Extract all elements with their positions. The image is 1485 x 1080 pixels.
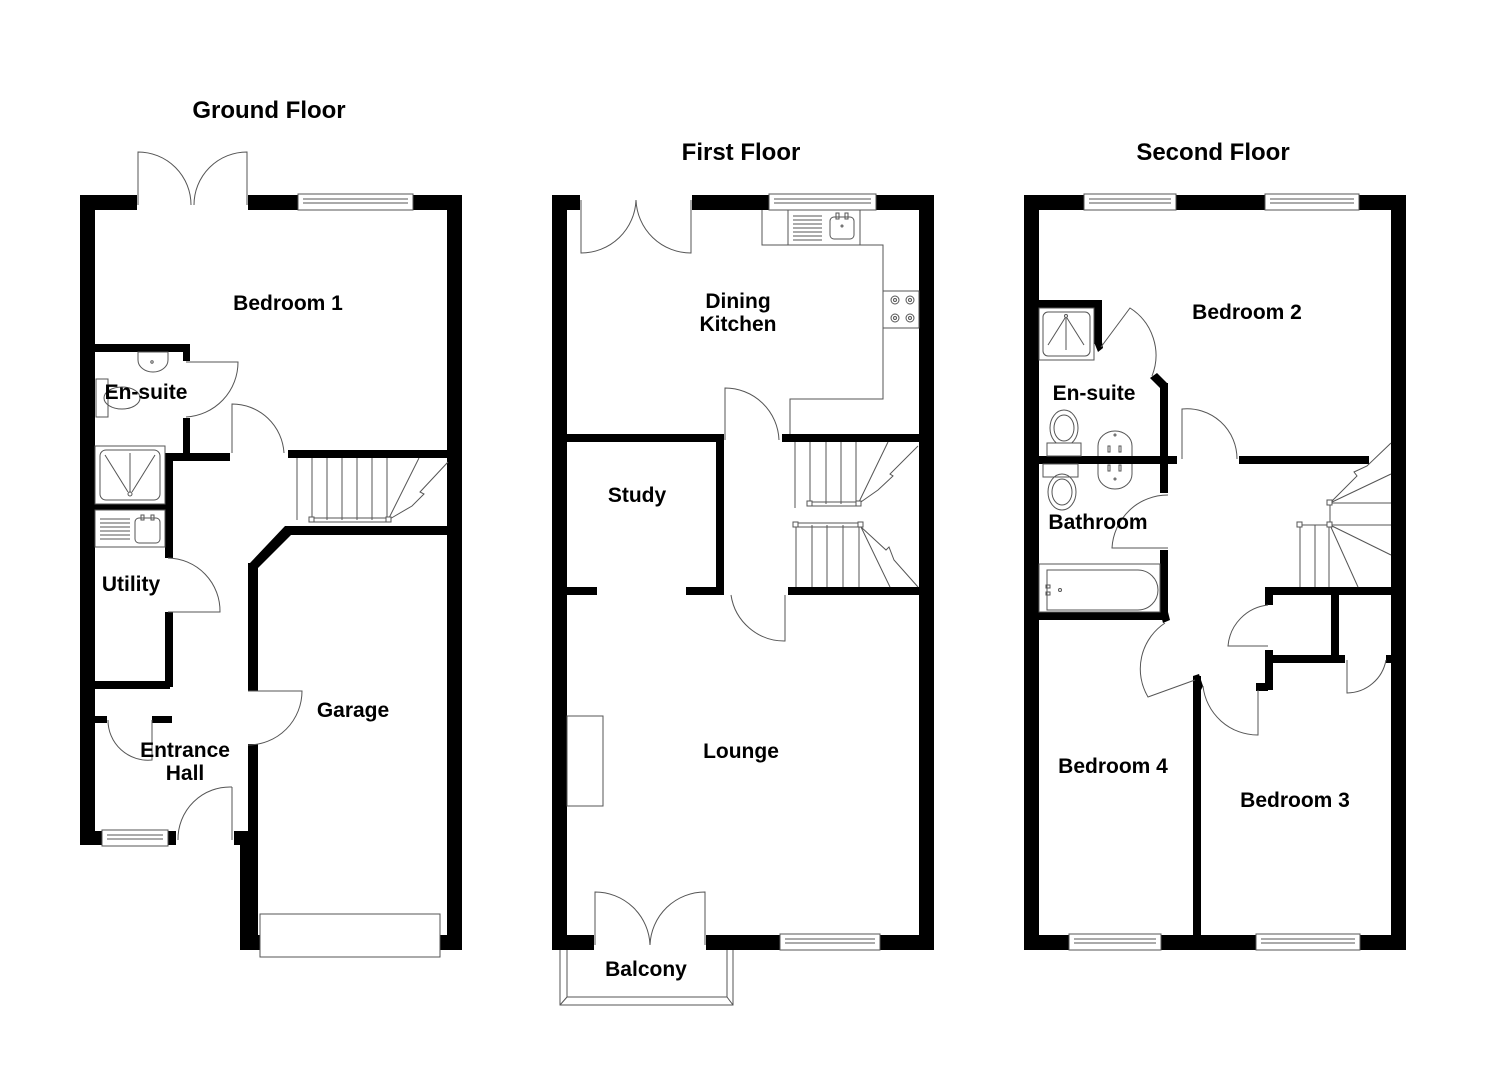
window-icon	[779, 933, 881, 951]
door-icon	[1202, 685, 1259, 736]
cupboard-door-icon	[1227, 604, 1269, 647]
first-floor-title: First Floor	[682, 139, 801, 166]
kitchen-worktop-icon	[761, 210, 884, 434]
door-icon	[167, 557, 221, 613]
second-floor: Second Floor	[1024, 139, 1406, 951]
room-label-entrance-hall-2: Hall	[166, 762, 205, 785]
door-icon	[247, 690, 303, 746]
balcony-rail-icon	[559, 950, 734, 1006]
toilet-icon	[1042, 463, 1079, 511]
sink-icon	[94, 509, 166, 548]
garage-door-icon	[259, 913, 441, 958]
door-icon	[107, 719, 153, 761]
room-label-dining-kitchen-2: Kitchen	[699, 313, 776, 336]
window-icon	[1255, 933, 1361, 951]
room-label-ensuite: En-suite	[1053, 382, 1136, 405]
door-icon	[730, 594, 786, 642]
room-label-bedroom-1: Bedroom 1	[233, 292, 343, 315]
window-icon	[297, 193, 414, 211]
staircase-icon	[296, 457, 449, 523]
room-label-ensuite: En-suite	[105, 381, 188, 404]
first-floor-walls	[552, 195, 934, 950]
ground-floor-walls	[80, 195, 462, 950]
window-icon	[1083, 193, 1177, 211]
toilet-icon	[1046, 409, 1082, 457]
window-icon	[1264, 193, 1360, 211]
room-label-dining-kitchen: Dining	[705, 290, 770, 313]
sink-icon	[829, 212, 855, 240]
room-label-lounge: Lounge	[703, 740, 779, 763]
room-label-bedroom-4: Bedroom 4	[1058, 755, 1168, 778]
window-icon	[1068, 933, 1162, 951]
room-label-bathroom: Bathroom	[1048, 511, 1147, 534]
ground-floor-title: Ground Floor	[192, 97, 345, 124]
door-icon	[185, 361, 239, 418]
window-icon	[768, 193, 877, 211]
cupboard-door-icon	[1346, 659, 1387, 694]
shower-tray-icon	[1038, 307, 1095, 361]
french-door-icon	[580, 199, 692, 254]
hob-icon	[882, 290, 920, 329]
room-label-study: Study	[608, 484, 667, 507]
window-icon	[101, 829, 169, 847]
room-label-balcony: Balcony	[605, 958, 687, 981]
toilet-icon	[95, 378, 141, 418]
second-floor-walls	[1024, 195, 1406, 950]
room-label-entrance-hall: Entrance	[140, 739, 230, 762]
room-label-bedroom-2: Bedroom 2	[1192, 301, 1302, 324]
second-floor-title: Second Floor	[1136, 139, 1289, 166]
basin-icon	[1097, 464, 1133, 490]
room-label-bedroom-3: Bedroom 3	[1240, 789, 1350, 812]
room-label-garage: Garage	[317, 699, 389, 722]
staircase-icon	[792, 441, 919, 588]
door-icon	[231, 403, 285, 454]
door-icon	[1181, 408, 1238, 460]
french-door-icon	[594, 891, 706, 946]
staircase-icon	[1296, 442, 1392, 588]
french-door-icon	[137, 151, 248, 206]
front-door-icon	[177, 786, 233, 841]
door-icon	[724, 387, 780, 441]
door-icon	[1111, 494, 1169, 549]
basin-icon	[137, 351, 169, 373]
fireplace-icon	[566, 715, 604, 807]
bath-icon	[1038, 563, 1161, 613]
first-floor: First Floor	[552, 139, 934, 1006]
room-label-utility: Utility	[102, 573, 161, 596]
ground-floor: Ground Floor	[80, 97, 462, 958]
basin-icon	[1097, 430, 1133, 456]
door-icon	[1100, 307, 1157, 377]
door-icon	[1139, 622, 1196, 698]
shower-tray-icon	[94, 445, 166, 505]
